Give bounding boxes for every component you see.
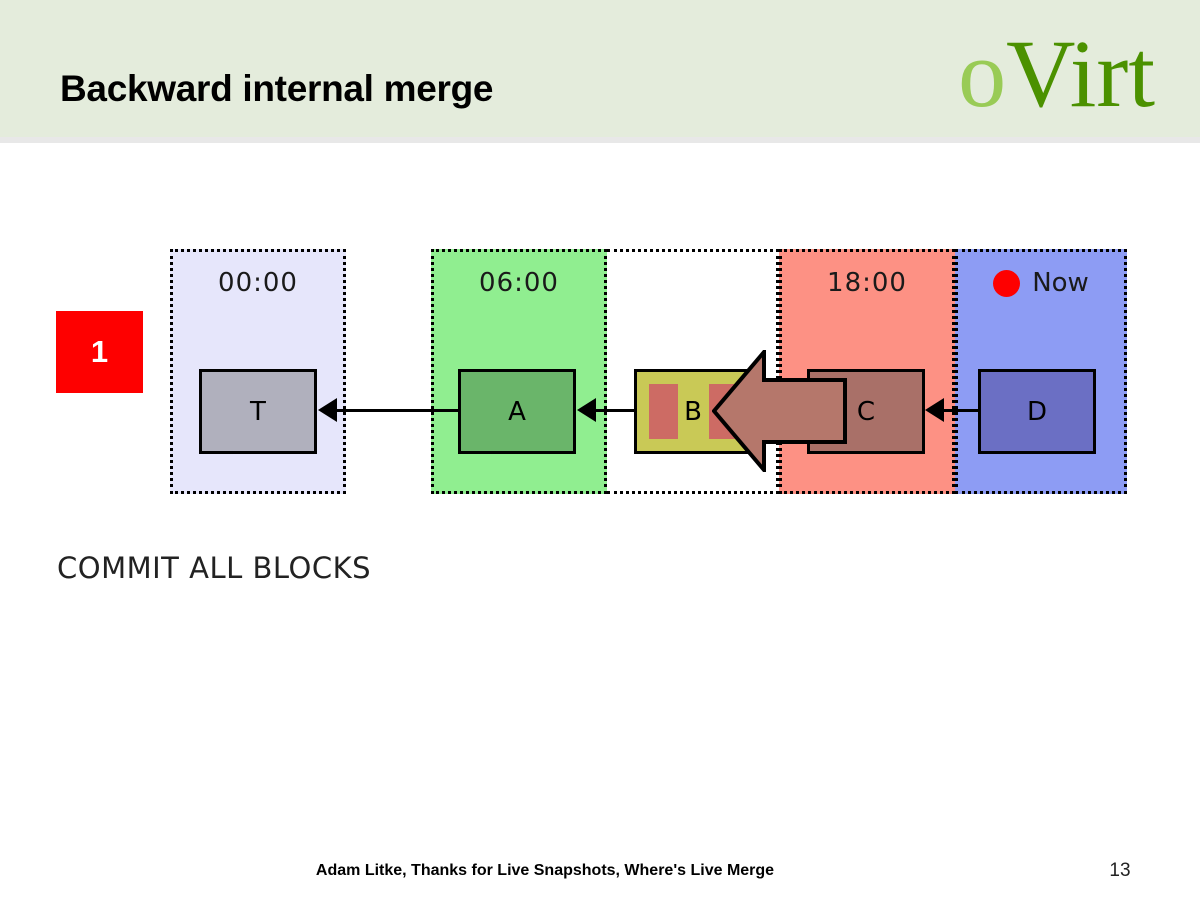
volume-block-c-label: C [856,396,876,427]
chain-arrowhead-c [925,398,944,422]
volume-block-a[interactable]: A [458,369,576,454]
volume-block-b-label: B [684,396,702,427]
time-label-0600: 06:00 [479,268,559,298]
chain-link-d-to-c [928,409,978,412]
volume-block-a-label: A [508,396,526,427]
chain-arrowhead-a [577,398,596,422]
chain-link-b-to-a [580,409,634,412]
step-badge: 1 [56,311,143,393]
step-badge-label: 1 [90,334,109,369]
volume-block-t[interactable]: T [199,369,317,454]
now-marker: Now [958,268,1124,298]
chain-arrowhead-t [318,398,337,422]
volume-block-t-label: T [250,396,266,427]
volume-block-d[interactable]: D [978,369,1096,454]
chain-link-a-to-t [322,409,458,412]
header-band [0,0,1200,137]
header-divider [0,137,1200,143]
footer-note: Adam Litke, Thanks for Live Snapshots, W… [315,862,775,879]
now-dot-icon [993,269,1021,297]
logo-o-glyph: o [958,20,1007,127]
page-title: Backward internal merge [60,68,494,109]
ovirt-logo: oVirt [958,26,1155,122]
time-label-now: Now [1032,268,1089,298]
diagram-caption: COMMIT ALL BLOCKS [57,551,371,585]
logo-virt-glyph: Virt [1006,20,1155,127]
dirty-extent-left [649,384,678,439]
commit-arrow-icon [712,350,847,472]
volume-block-d-label: D [1026,396,1048,427]
page-number: 13 [1109,860,1131,881]
time-label-0000: 00:00 [218,268,298,298]
time-label-1800: 18:00 [827,268,907,298]
